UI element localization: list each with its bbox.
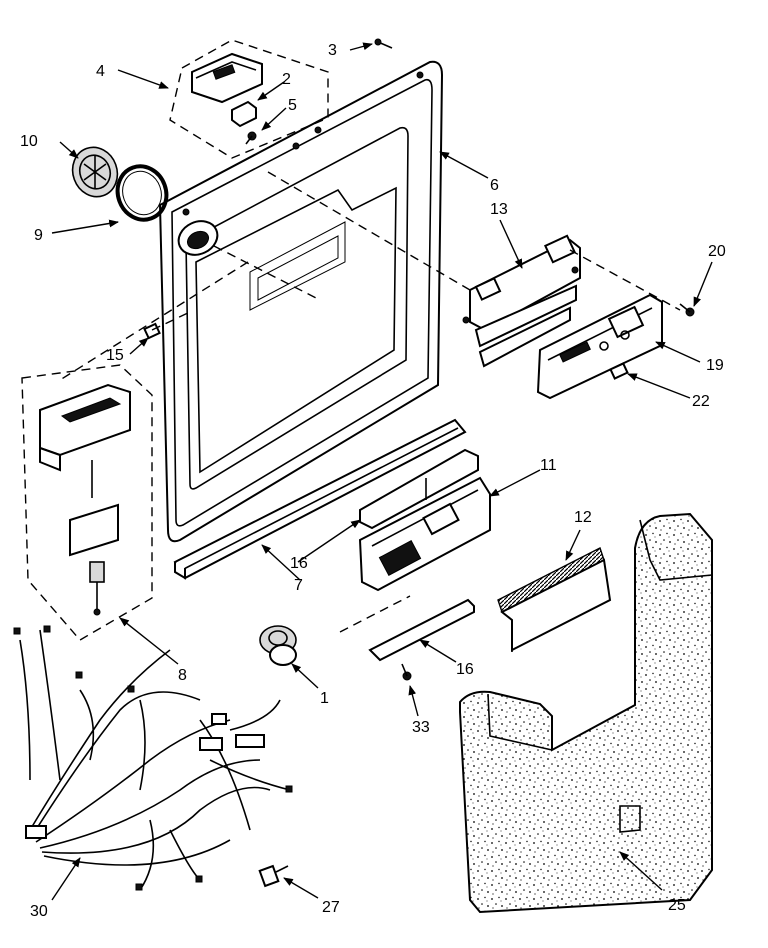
callout-8: 8 [178, 667, 187, 684]
callout-22: 22 [692, 393, 710, 410]
screw-top [374, 38, 393, 49]
callout-25: 25 [668, 897, 686, 914]
callout-33: 33 [412, 719, 430, 736]
callout-15: 15 [106, 347, 124, 364]
callout-3: 3 [328, 42, 337, 59]
dispenser-panel [358, 448, 491, 592]
knob-1 [259, 625, 297, 666]
callout-16a: 16 [290, 555, 308, 572]
control-bracket [462, 234, 581, 368]
callout-1: 1 [320, 690, 329, 707]
lower-bracket [339, 595, 475, 681]
leader-arrows [51, 42, 713, 901]
vent-cap [71, 146, 119, 198]
callout-19: 19 [706, 357, 724, 374]
callout-13: 13 [490, 201, 508, 218]
callout-2: 2 [282, 71, 291, 88]
callout-10: 10 [20, 133, 38, 150]
callout-6: 6 [490, 177, 499, 194]
door-inner-panel [158, 60, 444, 543]
insulation-blanket [459, 512, 713, 914]
connector-27 [258, 864, 289, 888]
callout-4: 4 [96, 63, 105, 80]
callout-27: 27 [322, 899, 340, 916]
callout-30: 30 [30, 903, 48, 920]
callout-16b: 16 [456, 661, 474, 678]
clip-15 [143, 322, 161, 340]
door-bottom-strip [173, 418, 467, 580]
callout-12: 12 [574, 509, 592, 526]
callout-9: 9 [34, 227, 43, 244]
callout-5: 5 [288, 97, 297, 114]
callout-20: 20 [708, 243, 726, 260]
callout-7: 7 [294, 577, 303, 594]
wire-harness [13, 625, 293, 891]
assembly-dash-lines [59, 171, 681, 381]
callout-labels: 1 2 3 4 5 6 7 8 9 10 11 12 13 15 16 16 1… [20, 42, 726, 920]
callout-11: 11 [540, 457, 557, 474]
latch-assembly [169, 39, 329, 159]
control-module [536, 293, 695, 400]
insulation-strip [497, 547, 612, 652]
vent-gasket [115, 164, 169, 222]
door-switch-assembly [21, 364, 153, 641]
